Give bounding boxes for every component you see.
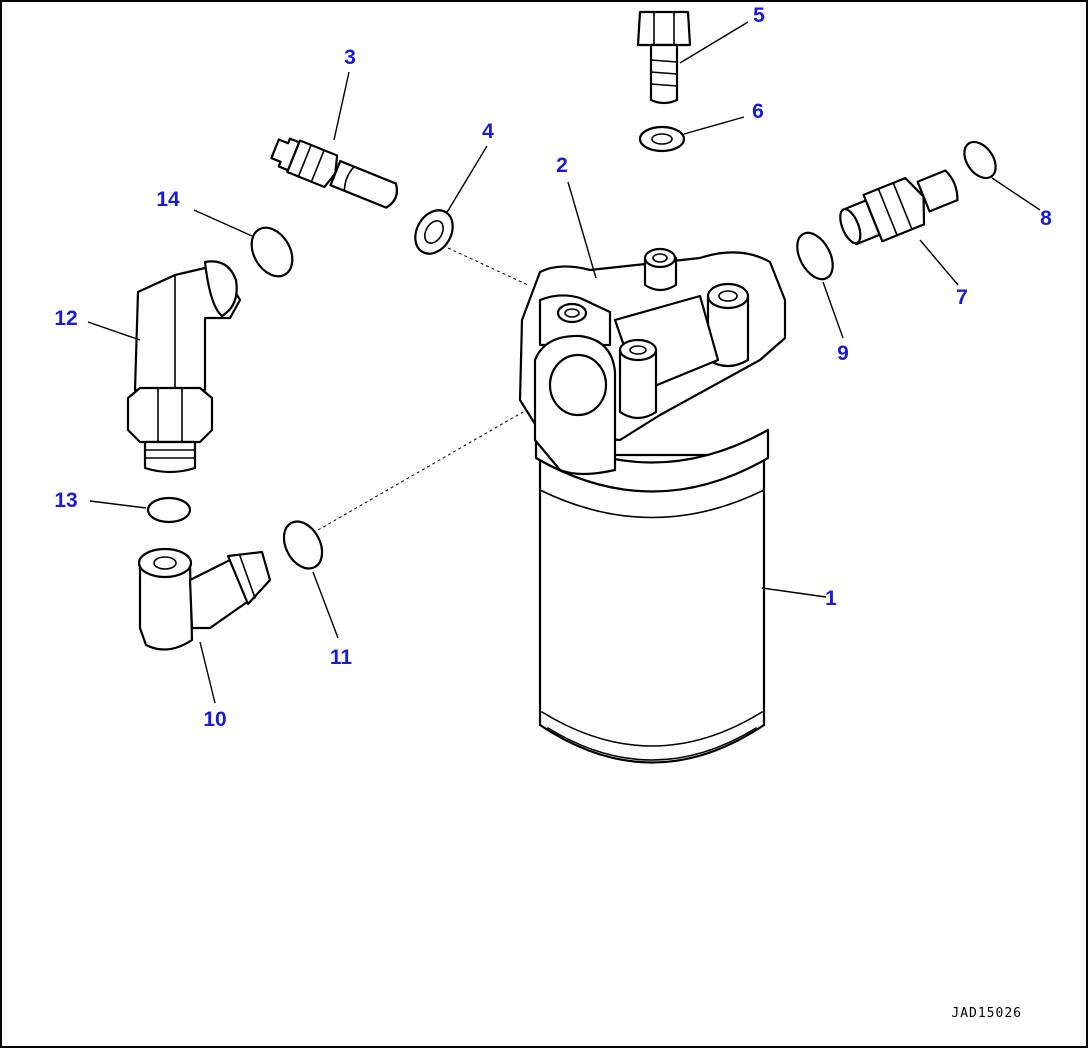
part-6-washer	[638, 125, 686, 153]
callout-1: 1	[825, 587, 837, 610]
callout-11: 11	[330, 646, 353, 669]
callout-8: 8	[1040, 207, 1052, 230]
part-11-o-ring	[282, 520, 324, 570]
part-12-elbow-connector	[126, 260, 242, 474]
callout-6: 6	[752, 100, 764, 123]
part-7-connector	[839, 169, 959, 246]
callout-9: 9	[837, 342, 849, 365]
part-10-elbow	[137, 547, 272, 651]
part-5-bolt	[636, 10, 692, 105]
callout-labels: 1 2 3 4 5 6 7 8 9 10 11 12 13 14	[54, 4, 1052, 731]
part-14-o-ring	[250, 226, 294, 278]
drawing-code: JAD15026	[951, 1006, 1022, 1021]
part-8-o-ring	[963, 140, 997, 180]
callout-4: 4	[482, 120, 494, 143]
part-13-o-ring	[146, 496, 192, 524]
part-3-sensor	[270, 137, 399, 209]
part-4-gasket	[414, 209, 454, 255]
callout-10: 10	[203, 708, 226, 731]
callout-12: 12	[54, 307, 77, 330]
callout-2: 2	[556, 154, 568, 177]
callout-14: 14	[156, 188, 180, 211]
assembly-centerlines	[317, 247, 557, 531]
callout-7: 7	[956, 286, 968, 309]
callout-3: 3	[344, 46, 356, 69]
callout-13: 13	[54, 489, 77, 512]
callout-leaders	[87, 21, 1041, 704]
part-9-o-ring	[796, 231, 834, 281]
part-2-filter-head	[518, 247, 787, 476]
callout-5: 5	[753, 4, 765, 27]
part-1-filter-cartridge	[534, 428, 770, 764]
